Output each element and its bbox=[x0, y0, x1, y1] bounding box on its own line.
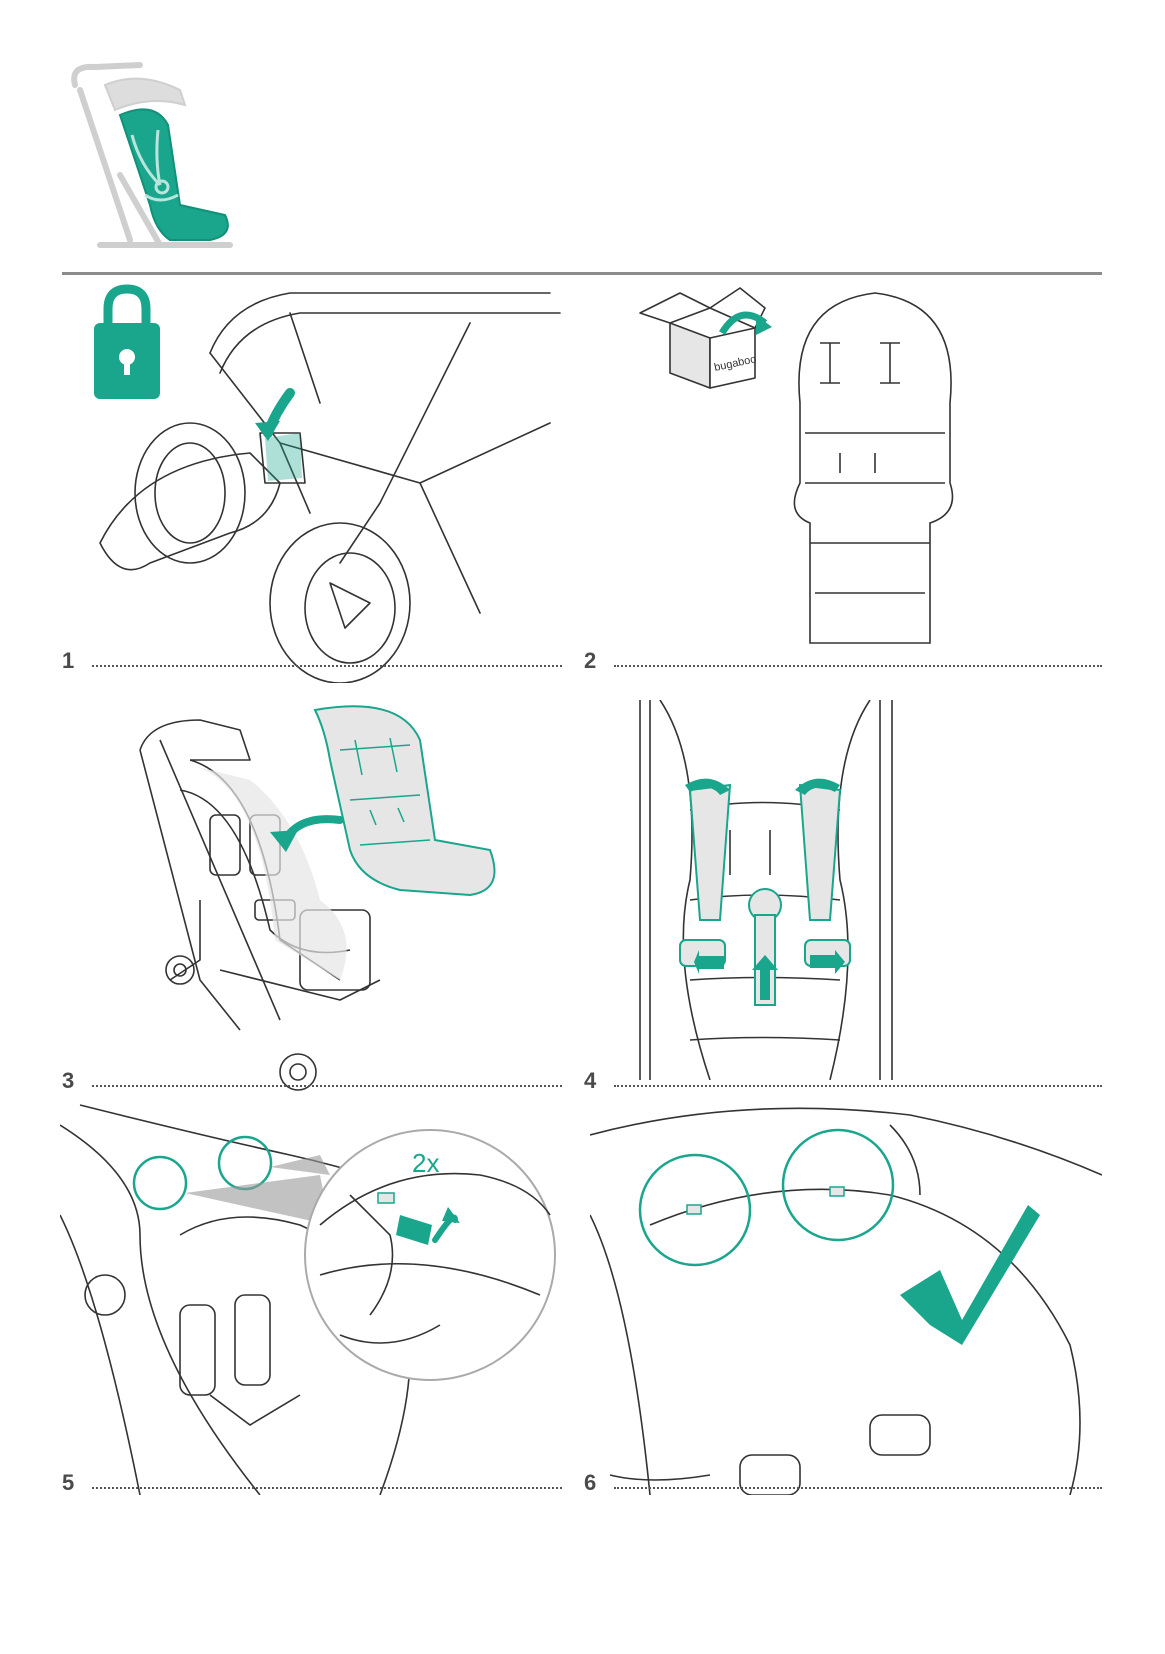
liner-cushion bbox=[313, 705, 496, 897]
repeat-label: 2x bbox=[412, 1148, 440, 1178]
box-icon bbox=[639, 287, 766, 389]
checkmark-icon bbox=[900, 1205, 1040, 1345]
step-3-illustration bbox=[100, 700, 570, 1100]
step-1-illustration bbox=[80, 283, 570, 683]
step-separator bbox=[92, 1487, 562, 1489]
step-4-illustration bbox=[630, 700, 1050, 1080]
stroller-seat-liner-icon bbox=[71, 62, 233, 248]
step-separator bbox=[614, 665, 1102, 667]
step-separator bbox=[614, 1487, 1102, 1489]
step-separator bbox=[614, 1085, 1102, 1087]
step-6-illustration bbox=[590, 1095, 1102, 1495]
step-number: 3 bbox=[62, 1068, 75, 1093]
step-number: 5 bbox=[62, 1470, 75, 1495]
section-divider bbox=[62, 272, 1102, 275]
step-number: 6 bbox=[584, 1470, 597, 1495]
header-stroller-icon bbox=[60, 55, 250, 255]
step-5-illustration bbox=[60, 1095, 570, 1495]
step-separator bbox=[92, 665, 562, 667]
step-number: 2 bbox=[584, 648, 597, 673]
step-number: 4 bbox=[584, 1068, 597, 1093]
step-separator bbox=[92, 1085, 562, 1087]
step-2-illustration: bugaboo bbox=[630, 283, 1050, 683]
step-number: 1 bbox=[62, 648, 75, 673]
